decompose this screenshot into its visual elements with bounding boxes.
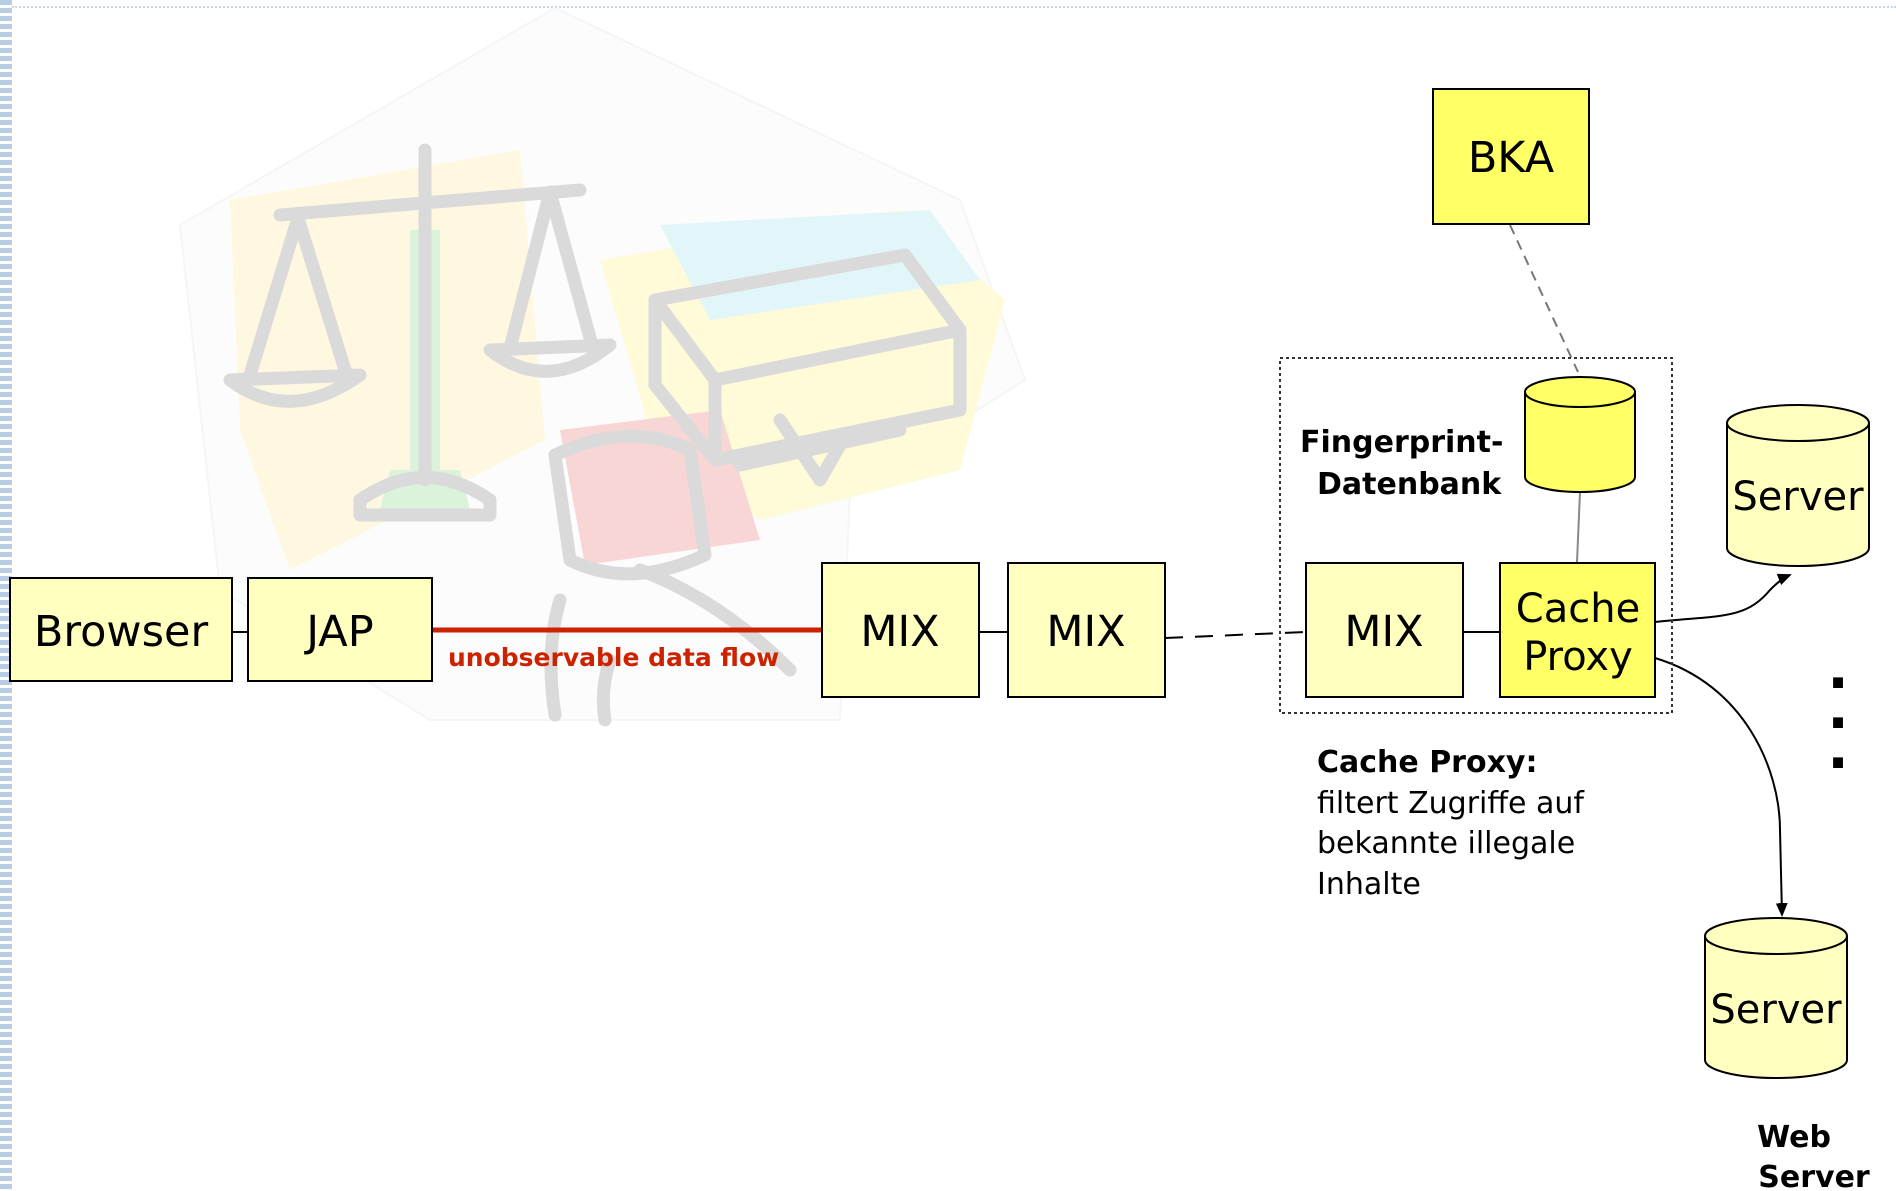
server-bottom-label: Server: [1710, 987, 1842, 1033]
cache-proxy-desc-line3: Inhalte: [1317, 867, 1421, 902]
mix-2-label: MIX: [1046, 607, 1125, 657]
cache-proxy-desc-title: Cache Proxy:: [1317, 745, 1538, 780]
server-bottom-icon[interactable]: Server: [1704, 917, 1848, 1079]
web-server-label-line1: Web: [1757, 1120, 1831, 1155]
browser-label: Browser: [34, 607, 209, 657]
slide-border-left: [0, 0, 12, 1191]
ellipsis-dots: · · ·: [1827, 651, 1848, 796]
fingerprint-db-label-line1: Fingerprint-: [1300, 425, 1503, 460]
cache-proxy-group: [1279, 357, 1673, 714]
cache-proxy-desc-line1: filtert Zugriffe auf: [1317, 786, 1585, 821]
node-cache-proxy[interactable]: Cache Proxy: [1499, 562, 1656, 698]
node-mix-2[interactable]: MIX: [1007, 562, 1166, 698]
slide-border-top: [12, 6, 1896, 8]
link-db-cache: [1576, 491, 1581, 563]
arrow-to-server-bottom: [1654, 657, 1788, 917]
node-mix-1[interactable]: MIX: [821, 562, 980, 698]
fingerprint-db-label-line2: Datenbank: [1317, 467, 1502, 502]
fingerprint-database-icon[interactable]: [1524, 376, 1636, 493]
mix-1-label: MIX: [860, 607, 939, 657]
node-jap[interactable]: JAP: [247, 577, 433, 682]
cache-proxy-label-line1: Cache: [1516, 586, 1640, 632]
server-top-label: Server: [1732, 474, 1864, 520]
link-bka-db-dashed: [1509, 224, 1579, 373]
svg-text:·: ·: [1827, 651, 1848, 716]
cache-proxy-label-line2: Proxy: [1523, 634, 1633, 680]
node-bka[interactable]: BKA: [1432, 88, 1590, 225]
mix-3-label: MIX: [1344, 607, 1423, 657]
justice-clipart-icon: [178, 6, 1027, 727]
server-top-icon[interactable]: Server: [1726, 404, 1870, 567]
node-browser[interactable]: Browser: [9, 577, 233, 682]
jap-label: JAP: [303, 607, 373, 657]
bka-label: BKA: [1468, 133, 1555, 183]
link-mix2-dashed: [1164, 631, 1307, 639]
data-flow-label: unobservable data flow: [448, 643, 779, 672]
cache-proxy-desc-line2: bekannte illegale: [1317, 826, 1575, 861]
svg-text:·: ·: [1827, 731, 1848, 796]
svg-text:·: ·: [1827, 691, 1848, 756]
arrow-to-server-top: [1654, 573, 1792, 623]
node-mix-3[interactable]: MIX: [1305, 562, 1464, 698]
web-server-label-line2: Server: [1758, 1160, 1870, 1191]
